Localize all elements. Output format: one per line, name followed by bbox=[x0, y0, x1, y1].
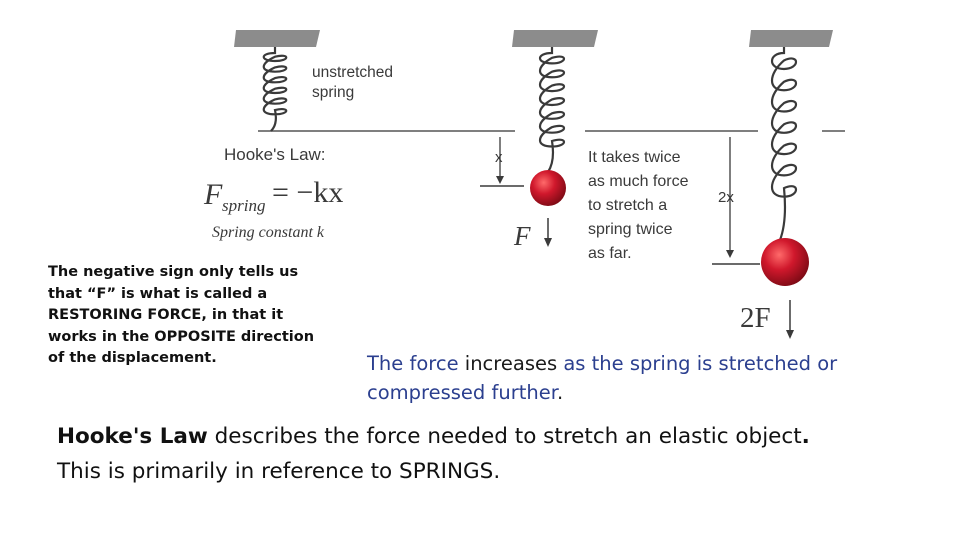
spring-stretched-2x bbox=[770, 47, 798, 241]
law-term: Hooke's Law bbox=[57, 424, 208, 449]
twice-text-line-1: It takes twice bbox=[588, 149, 681, 166]
hookes-law-diagram: x F 2x 2F unstretched spring Hooke's Law… bbox=[203, 30, 845, 339]
formula-f: F bbox=[203, 178, 223, 211]
dim-x-label: x bbox=[495, 149, 503, 166]
unstretched-label-line2: spring bbox=[312, 84, 354, 101]
unstretched-label-line1: unstretched bbox=[312, 64, 393, 81]
twice-text-line-4: spring twice bbox=[588, 221, 673, 238]
force-2f-arrowhead bbox=[786, 330, 794, 339]
ceiling-1 bbox=[234, 30, 320, 47]
force-statement-period: . bbox=[556, 381, 564, 404]
ceiling-3 bbox=[749, 30, 833, 47]
twice-text-line-5: as far. bbox=[588, 245, 632, 262]
force-statement-increases: increases bbox=[464, 352, 558, 375]
formula-rhs: = −kx bbox=[272, 176, 343, 209]
dim-2x-label: 2x bbox=[718, 189, 734, 206]
hookes-law-title: Hooke's Law: bbox=[224, 145, 326, 164]
dim-2x-arrowhead bbox=[726, 250, 734, 258]
force-statement-part1: The force bbox=[367, 352, 465, 375]
spring-unstretched bbox=[262, 47, 288, 132]
twice-text-line-3: to stretch a bbox=[588, 197, 667, 214]
negative-sign-note: The negative sign only tells us that “F”… bbox=[48, 264, 315, 366]
law-period: . bbox=[801, 424, 810, 449]
law-line-2: This is primarily in reference to SPRING… bbox=[57, 459, 501, 484]
force-f-arrowhead bbox=[544, 238, 552, 247]
law-description: describes the force needed to stretch an… bbox=[207, 424, 802, 449]
twice-text-line-2: as much force bbox=[588, 173, 689, 190]
spring-constant-label: Spring constant k bbox=[212, 224, 325, 241]
formula-subscript: spring bbox=[222, 196, 265, 215]
hookes-law-statement: Hooke's Law describes the force needed t… bbox=[57, 419, 937, 489]
mass-ball-2 bbox=[761, 238, 809, 286]
dim-x-arrowhead bbox=[496, 176, 504, 184]
ceiling-2 bbox=[512, 30, 598, 47]
force-2f-label: 2F bbox=[740, 302, 771, 334]
force-increase-statement: The force increases as the spring is str… bbox=[367, 349, 927, 407]
spring-stretched-x bbox=[538, 47, 566, 173]
force-f-label: F bbox=[513, 221, 531, 251]
law-line-1: Hooke's Law describes the force needed t… bbox=[57, 419, 937, 454]
mass-ball-1 bbox=[530, 170, 566, 206]
force-statement-part3: as the spring is stretched or compressed… bbox=[367, 352, 838, 404]
